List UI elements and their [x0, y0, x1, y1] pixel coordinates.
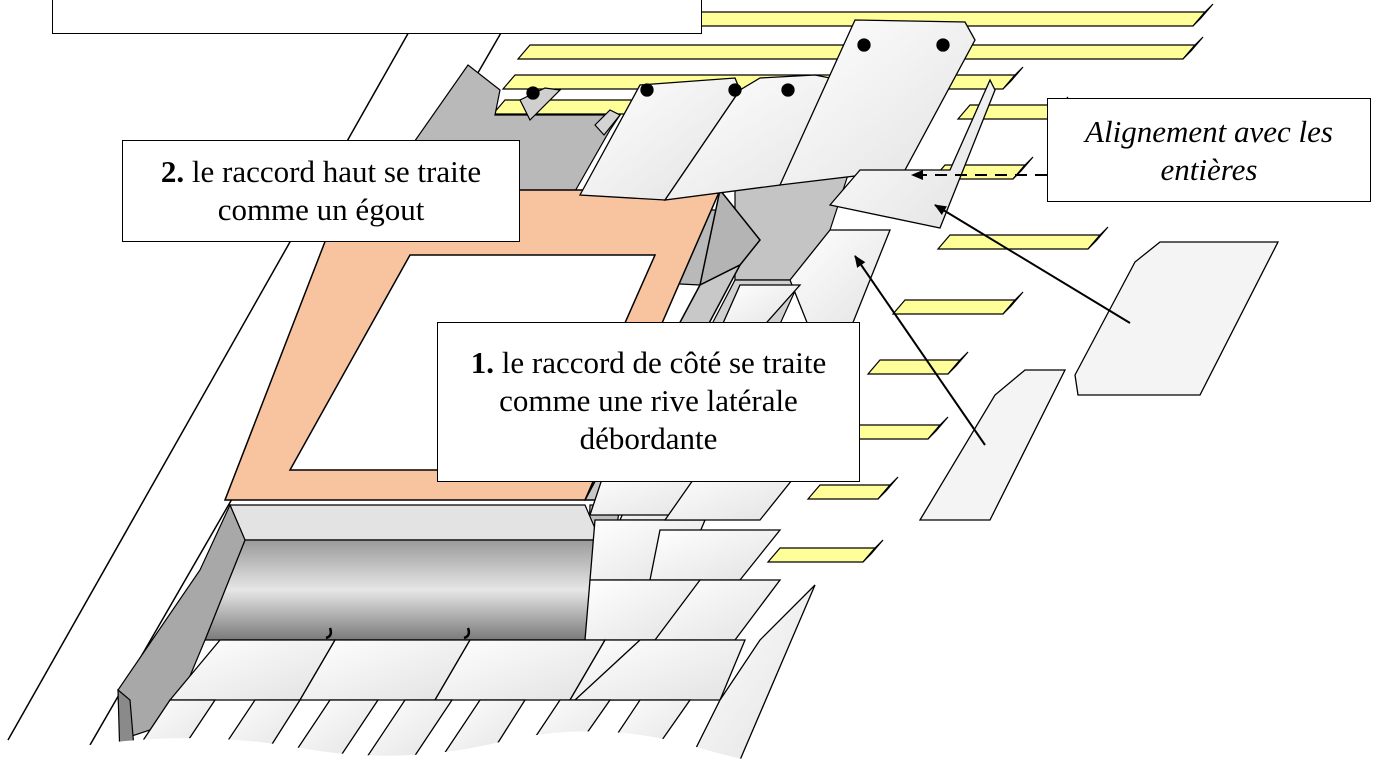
batten-top	[891, 299, 1017, 315]
arrow-loose-slate-1	[934, 204, 1131, 324]
batten-end	[1192, 3, 1214, 27]
slate	[364, 699, 454, 760]
batten	[891, 291, 1024, 315]
loose-slate	[1074, 241, 1280, 396]
batten	[846, 416, 949, 440]
arrows	[854, 170, 1131, 446]
batten-end	[877, 476, 899, 500]
batten	[866, 351, 969, 375]
slate	[439, 699, 527, 760]
batten-top	[766, 547, 877, 563]
batten-end	[1182, 36, 1204, 60]
callout-number: 2.	[160, 154, 185, 189]
callout-alignement: Alignement avec les entières	[1047, 98, 1371, 202]
loose-slate	[918, 369, 1067, 521]
batten-top	[491, 99, 647, 115]
batten-end	[862, 539, 884, 563]
batten-end	[1002, 66, 1024, 90]
nail	[728, 83, 742, 97]
batten	[806, 476, 899, 500]
batten-end	[947, 351, 969, 375]
batten-top	[866, 359, 962, 375]
slate	[649, 529, 782, 581]
callout-text: Alignement avec les entières	[1085, 114, 1333, 187]
nail	[857, 38, 871, 52]
top-callout-box	[52, 0, 702, 34]
callout-text: le raccord haut se traite comme un égout	[191, 154, 482, 227]
slate	[789, 229, 891, 331]
bottom-cut	[90, 731, 800, 760]
callout-text: le raccord de côté se traite comme une r…	[499, 345, 827, 456]
slate	[289, 699, 380, 760]
batten-top	[846, 424, 942, 440]
batten-end	[1087, 226, 1109, 250]
batten-end	[1002, 291, 1024, 315]
batten-top	[806, 484, 892, 500]
nail	[936, 38, 950, 52]
arrow-loose-slate-2	[854, 255, 986, 446]
batten	[936, 226, 1109, 250]
callout-raccord-haut: 2. le raccord haut se traite comme un ég…	[122, 140, 520, 242]
callout-number: 1.	[470, 345, 495, 380]
slate	[828, 78, 996, 229]
lower-apron	[117, 503, 601, 760]
batten-end	[927, 416, 949, 440]
nail	[640, 83, 654, 97]
batten-top	[936, 234, 1102, 250]
callout-raccord-cote: 1. le raccord de côté se traite comme un…	[437, 322, 860, 482]
nail	[781, 83, 795, 97]
nail	[526, 86, 540, 100]
batten	[766, 539, 884, 563]
